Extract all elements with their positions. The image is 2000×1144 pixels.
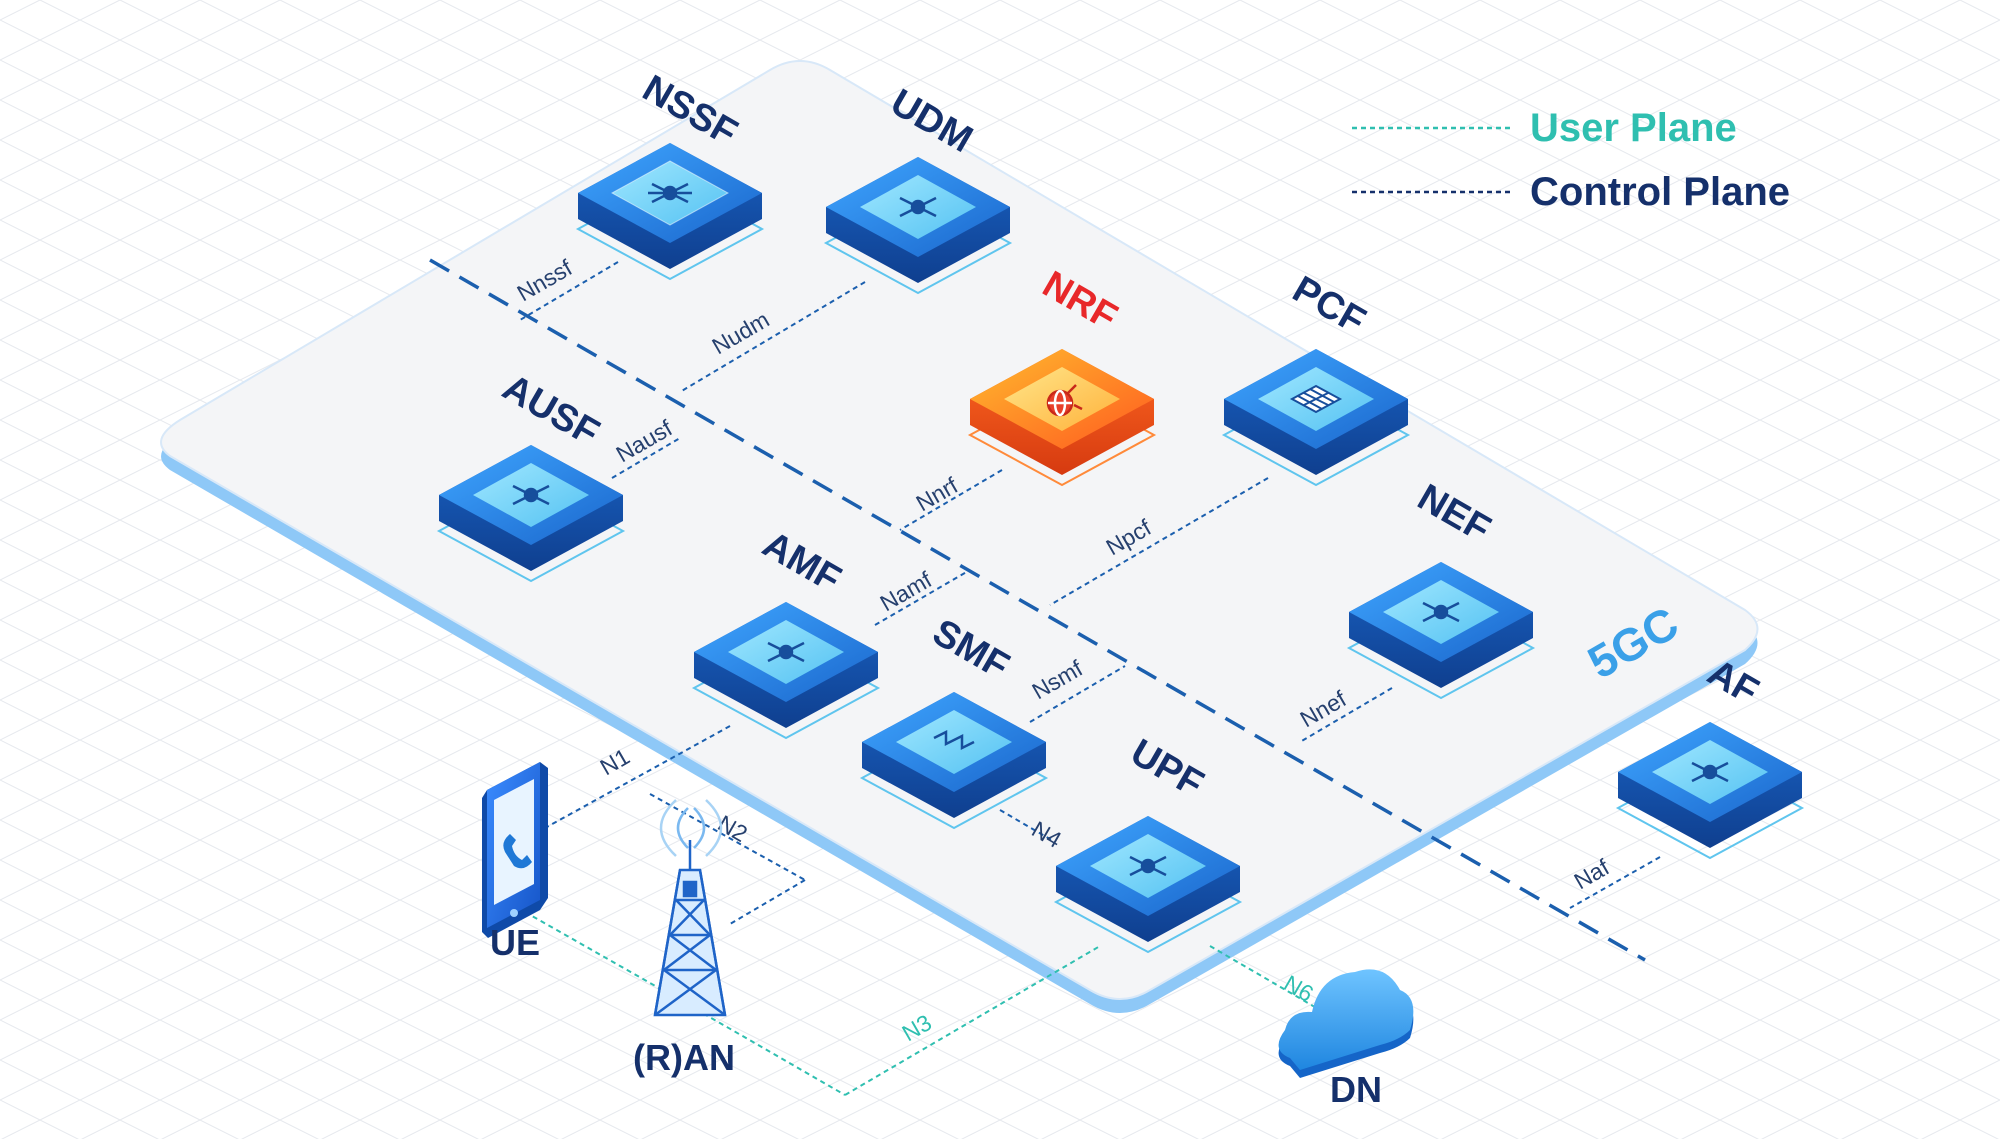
nf-udm[interactable] (823, 157, 1013, 295)
legend: User Plane Control Plane (1352, 106, 1790, 214)
nf-nef[interactable] (1346, 562, 1536, 700)
nf-smf[interactable] (859, 692, 1049, 830)
network-hub-icon (512, 484, 550, 506)
network-hub-icon (648, 182, 692, 204)
ue-label: UE (490, 922, 540, 963)
nf-pcf[interactable] (1221, 349, 1411, 487)
control-plane-links (519, 261, 1661, 925)
nf-ausf[interactable] (436, 445, 626, 583)
smartphone-icon (482, 762, 548, 938)
dn-cloud[interactable] (1278, 969, 1414, 1078)
nf-nrf[interactable] (967, 349, 1157, 487)
legend-user-plane: User Plane (1530, 106, 1737, 150)
ran-tower[interactable] (653, 799, 727, 1017)
nf-nssf[interactable] (575, 143, 765, 281)
nf-amf[interactable] (691, 602, 881, 740)
dn-label: DN (1330, 1069, 1382, 1110)
ue-device[interactable] (482, 762, 548, 938)
cloud-icon (1278, 969, 1414, 1078)
service-bus-line (429, 258, 1646, 962)
network-hub-icon (1129, 855, 1167, 877)
nf-af[interactable] (1615, 722, 1805, 860)
legend-control-plane: Control Plane (1530, 170, 1790, 214)
globe-repository-icon (1046, 384, 1083, 417)
network-hub-icon (899, 196, 937, 218)
ran-label: (R)AN (633, 1037, 735, 1078)
nf-upf[interactable] (1053, 816, 1243, 954)
network-hub-icon (1691, 761, 1729, 783)
session-icon (933, 729, 975, 751)
network-hub-icon (767, 641, 805, 663)
network-hub-icon (1422, 601, 1460, 623)
policy-grid-icon (1289, 384, 1343, 414)
radio-tower-icon (653, 799, 727, 1017)
